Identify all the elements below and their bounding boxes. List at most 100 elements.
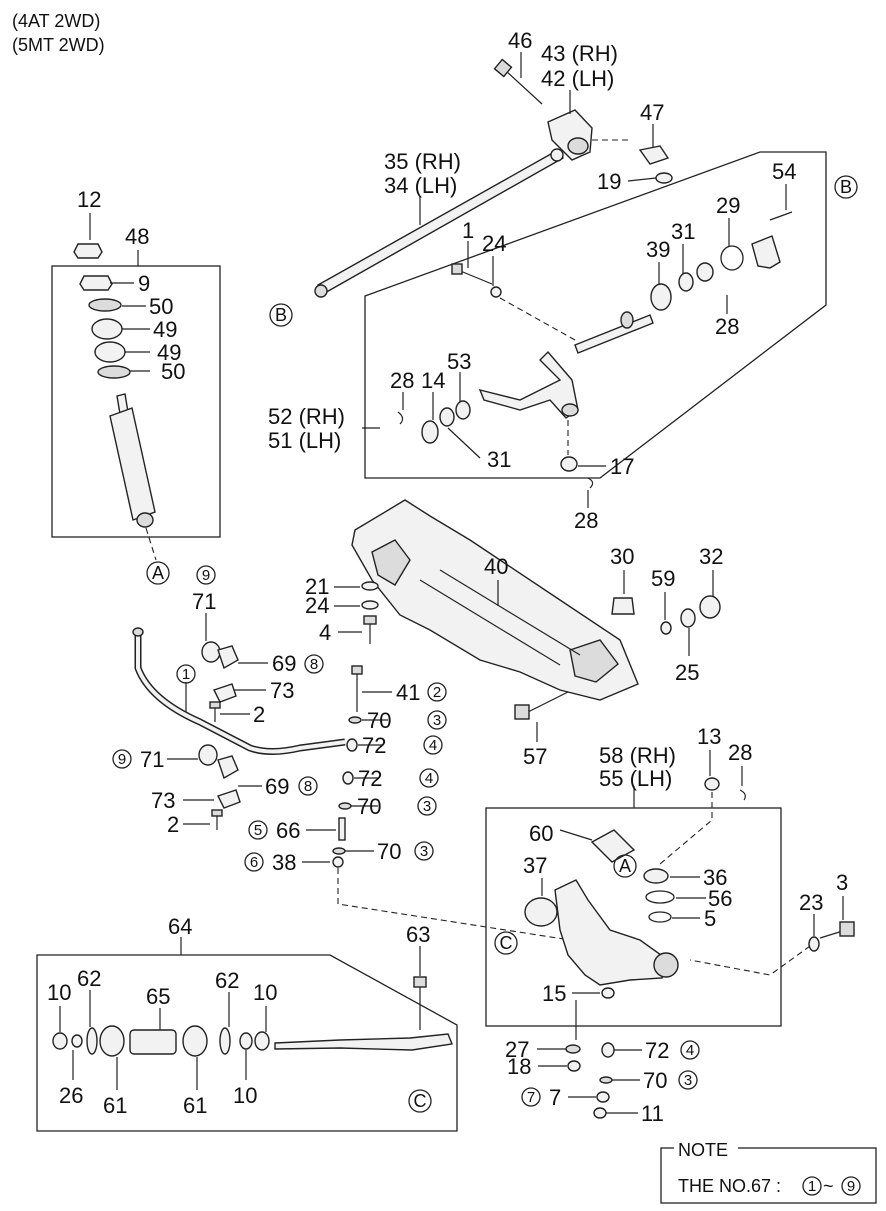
bracket-73-bottom	[217, 789, 241, 809]
ref-marker-c-strut: C	[408, 1089, 432, 1113]
label-part-27: 27	[505, 1037, 529, 1062]
washer-24-upper	[490, 286, 502, 298]
label-part-28-right: 28	[574, 508, 598, 533]
svg-text:B: B	[275, 305, 287, 325]
label-part-58: 58 (RH)	[599, 743, 676, 768]
circled-number-3-d: 3	[678, 1070, 698, 1090]
nut-53	[455, 400, 471, 420]
pivot-shaft	[574, 311, 654, 354]
bushing-49-top	[91, 318, 123, 340]
cotter-pin-28-lower	[739, 789, 746, 801]
label-part-42: 42 (LH)	[541, 66, 614, 91]
bushing-72-c	[601, 1042, 615, 1058]
label-part-14: 14	[421, 368, 445, 393]
svg-text:3: 3	[433, 712, 441, 729]
label-part-54: 54	[772, 159, 796, 184]
label-part-59: 59	[651, 566, 675, 591]
washer-50-top	[88, 298, 122, 312]
circled-number-8-bottom: 8	[298, 776, 318, 796]
label-part-61-left: 61	[103, 1093, 127, 1118]
bushing-72-a	[346, 738, 358, 752]
svg-text:3: 3	[423, 798, 431, 815]
ring-5	[648, 911, 672, 923]
label-part-69-top: 69	[272, 651, 296, 676]
label-part-10-left: 10	[47, 980, 71, 1005]
circled-number-3-c: 3	[414, 841, 434, 861]
label-part-32: 32	[699, 544, 723, 569]
circled-number-7: 7	[521, 1087, 541, 1107]
svg-text:C: C	[500, 933, 513, 953]
label-part-47: 47	[640, 100, 664, 125]
label-part-51: 51 (LH)	[268, 428, 341, 453]
svg-text:6: 6	[250, 854, 258, 871]
svg-text:1: 1	[182, 666, 190, 683]
nut-13	[704, 777, 720, 791]
label-part-13: 13	[697, 724, 721, 749]
label-part-28-upper: 28	[715, 314, 739, 339]
bushing-61-left	[99, 1025, 125, 1057]
washer-26	[71, 1034, 83, 1048]
circled-number-9-top: 9	[196, 565, 216, 585]
collar-65	[129, 1029, 177, 1055]
leader-dash	[689, 945, 811, 976]
label-part-26: 26	[59, 1083, 83, 1108]
washer-24-lower	[361, 600, 379, 610]
svg-text:9: 9	[118, 751, 126, 768]
cotter-pin-28-right	[587, 477, 594, 489]
label-part-70-c: 70	[377, 839, 401, 864]
bushing-49-bottom	[94, 341, 126, 363]
label-part-9: 9	[138, 271, 150, 296]
circled-number-1: 1	[176, 664, 196, 684]
nut-9	[79, 275, 113, 291]
label-part-5: 5	[704, 906, 716, 931]
washer-70-b	[338, 802, 352, 810]
bumper-36	[643, 868, 669, 884]
collar-66	[338, 817, 346, 841]
svg-text:A: A	[152, 563, 164, 583]
label-part-23: 23	[799, 890, 823, 915]
bolt-4	[363, 615, 377, 644]
washer-70-c	[332, 847, 346, 855]
washer-59	[660, 621, 672, 635]
label-part-34: 34 (LH)	[384, 173, 457, 198]
circled-number-3-b: 3	[417, 796, 437, 816]
label-part-28-lower: 28	[728, 740, 752, 765]
bolt-1	[451, 263, 493, 285]
svg-text:9: 9	[202, 567, 210, 584]
tension-rod	[314, 148, 564, 298]
circled-number-2: 2	[427, 682, 447, 702]
circled-number-9-bottom: 9	[112, 749, 132, 769]
svg-text:4: 4	[425, 770, 433, 787]
note-circled-start: 1	[802, 1176, 822, 1196]
header-model-line2: (5MT 2WD)	[12, 35, 105, 55]
seal-56	[645, 890, 675, 904]
bushing-72-b	[342, 771, 354, 785]
svg-text:8: 8	[304, 778, 312, 795]
washer-62-right	[219, 1027, 231, 1055]
label-part-36: 36	[703, 865, 727, 890]
bolt-2-top	[209, 701, 221, 722]
leader-dash	[499, 297, 576, 341]
bushing-39	[650, 283, 672, 311]
label-part-31-lower: 31	[487, 447, 511, 472]
nut-18	[567, 1060, 581, 1072]
washer-23	[808, 936, 820, 952]
label-part-55: 55 (LH)	[599, 766, 672, 791]
clip-47	[638, 145, 670, 165]
circled-number-4-b: 4	[419, 768, 439, 788]
label-part-19: 19	[597, 169, 621, 194]
leader-dash	[337, 868, 571, 941]
label-part-72-c: 72	[645, 1038, 669, 1063]
bolt-3	[819, 921, 855, 939]
nut-11	[593, 1107, 607, 1119]
label-part-52: 52 (RH)	[268, 404, 345, 429]
svg-text:4: 4	[429, 737, 437, 754]
label-part-15: 15	[542, 981, 566, 1006]
nut-38	[332, 856, 344, 868]
label-part-64: 64	[168, 914, 192, 939]
bolt-2-bottom	[211, 809, 223, 830]
label-part-10-mid: 10	[233, 1083, 257, 1108]
label-part-18: 18	[507, 1054, 531, 1079]
strut-bar-group-box	[36, 954, 458, 1132]
